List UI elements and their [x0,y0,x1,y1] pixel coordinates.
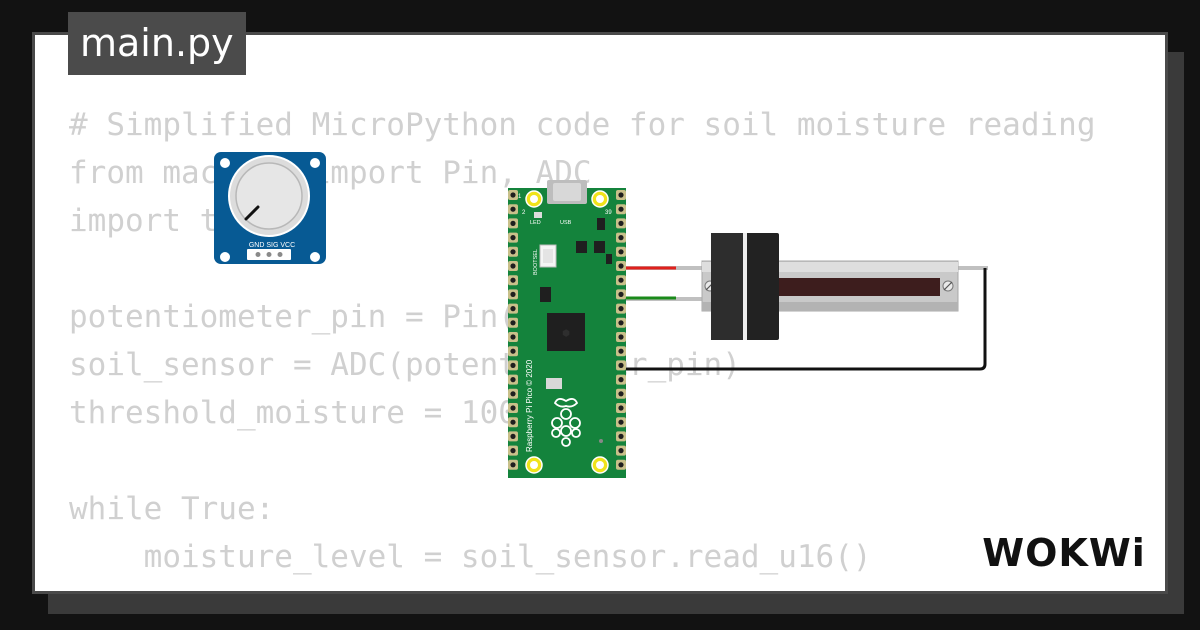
header-pin-hole [618,419,624,425]
code-line-10: moisture_level = soil_sensor.read_u16() [69,539,872,575]
pico-left-header [508,190,518,470]
bootsel-button[interactable] [539,244,557,268]
header-pin-hole [510,377,516,383]
code-line-1: # Simplified MicroPython code for soil m… [69,107,1096,143]
knob-indicator [244,205,260,221]
code-line-7: threshold_moisture = 1000 [69,395,536,431]
potentiometer-pin-labels: GND SIG VCC [249,242,295,249]
wokwi-logo[interactable]: WOKWi [978,530,1150,574]
header-pin-hole [618,391,624,397]
pico-pin-39-label: 39 [605,210,612,216]
header-pin-hole [510,462,516,468]
pico-led-label: LED [530,220,541,226]
header-pin-hole [618,334,624,340]
header-pin-hole [510,362,516,368]
header-pin-hole [618,362,624,368]
header-pin-hole [618,277,624,283]
header-pin-hole [510,419,516,425]
wire-black [615,268,987,371]
header-pin-hole [510,263,516,269]
header-pin-hole [618,448,624,454]
header-pin-hole [618,263,624,269]
header-pin-hole [510,291,516,297]
header-pin-hole [510,320,516,326]
header-pin-hole [510,277,516,283]
pico-usb-label: USB [560,220,572,226]
header-pin-hole [618,306,624,312]
header-pin-hole [510,192,516,198]
header-pin-hole [618,320,624,326]
raspberry-logo-icon [551,398,581,447]
header-pin-hole [618,192,624,198]
header-pin-hole [618,377,624,383]
code-line-9: while True: [69,491,275,527]
header-pin-hole [510,348,516,354]
header-pin-hole [510,391,516,397]
file-tab-main-py[interactable]: main.py [68,12,246,75]
header-pin-hole [618,433,624,439]
raspberry-pi-pico[interactable]: 1 2 39 LED USB BOOTSEL ⬢ Raspberry Pi Pi… [508,180,626,478]
pico-pin-2-label: 2 [522,210,526,216]
header-pin-hole [510,405,516,411]
header-pin-hole [618,462,624,468]
header-pin-hole [510,206,516,212]
header-pin-hole [618,405,624,411]
header-pin-hole [510,220,516,226]
header-pin-hole [618,235,624,241]
header-pin-hole [618,206,624,212]
header-pin-hole [510,249,516,255]
header-pin-hole [510,334,516,340]
header-pin-hole [618,348,624,354]
header-pin-hole [618,249,624,255]
header-pin-hole [510,306,516,312]
wokwi-logo-text: WOKWi [982,531,1146,574]
header-pin-hole [510,235,516,241]
potentiometer-module[interactable]: GND SIG VCC [214,152,326,264]
slider-handle[interactable] [711,233,779,340]
pico-board-label: Raspberry Pi Pico © 2020 [525,359,534,452]
header-pin-hole [618,291,624,297]
pico-right-header [616,190,626,470]
pico-bootsel-label: BOOTSEL [533,249,539,275]
pico-pin-1-label: 1 [518,194,522,200]
svg-text:⬢: ⬢ [562,328,570,338]
code-editor[interactable]: # Simplified MicroPython code for soil m… [69,101,1096,581]
header-pin-hole [618,220,624,226]
header-pin-hole [510,448,516,454]
header-pin-hole [510,433,516,439]
slide-potentiometer[interactable] [615,233,988,340]
